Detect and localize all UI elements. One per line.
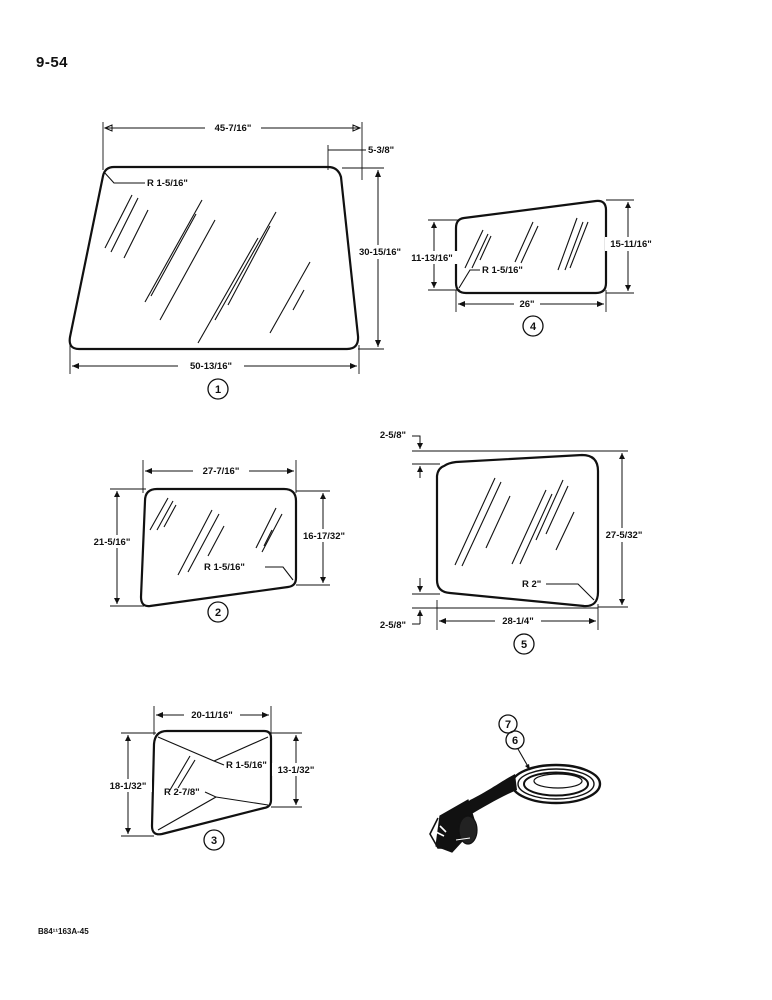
callout-5-label: 5: [521, 639, 527, 651]
callout-1-label: 1: [215, 384, 221, 396]
glass-1-outline: [68, 165, 360, 351]
dim-5-height: 27-5/32": [606, 530, 643, 541]
callout-5-circle: [513, 633, 535, 655]
dim-3-radius-small: R 1-5/16": [226, 760, 267, 771]
callout-2-circle: [207, 601, 229, 623]
callout-4-circle: [522, 315, 544, 337]
dim-4-left-height: 11-13/16": [411, 253, 452, 264]
glass-part-2: 27-7/16" 21-5/16" 16-17/32" R 1-5/16" 2: [88, 460, 350, 623]
dim-1-height: 30-15/16": [359, 247, 401, 258]
seal-strip-tail: [458, 774, 517, 816]
dim-2-top-width: 27-7/16": [203, 466, 240, 477]
dim-3-radius-large: R 2-7/8": [164, 787, 200, 798]
glass-3-outline: [150, 729, 273, 836]
glass-4-outline: [454, 199, 608, 295]
callout-3-circle: [203, 829, 225, 851]
glass-1-glare-lines: [104, 194, 311, 344]
glass-2-glare-lines: [149, 497, 283, 576]
dim-3-left-height: 18-1/32": [110, 781, 147, 792]
glass-part-4: 11-13/16" 15-11/16" 26" R 1-5/16" 4: [408, 199, 657, 337]
dim-1-offset: 5-3/8": [368, 145, 394, 156]
seal-and-tool-parts: 7 6: [429, 714, 602, 853]
dim-4-radius: R 1-5/16": [482, 265, 523, 276]
callout-6-label: 6: [512, 735, 518, 747]
dim-3-right-height: 13-1/32": [278, 765, 315, 776]
glass-3-glare-lines: [169, 755, 196, 791]
callout-7-circle: [498, 714, 518, 734]
glass-5-outline: [435, 453, 600, 608]
dim-1-bottom-width: 50-13/16": [190, 361, 232, 372]
dim-5-bottom-width: 28-1/4": [502, 616, 533, 627]
drawing-reference-code: B84¹¹163A-45: [38, 927, 89, 936]
glass-5-glare-lines: [454, 477, 575, 567]
page-number: 9-54: [36, 54, 69, 71]
dim-2-radius: R 1-5/16": [204, 562, 245, 573]
dim-1-top-width: 45-7/16": [215, 123, 252, 134]
glass-part-1: 45-7/16" 5-3/8" 30-15/16" 50-13/16" R 1-…: [68, 121, 403, 400]
callout-1-circle: [207, 378, 229, 400]
glass-2-outline: [139, 487, 298, 608]
glass-part-5: 2-5/8" 27-5/32" 2-5/8" 28-1/4" R 2" 5: [380, 430, 648, 655]
installation-tool: [429, 799, 478, 853]
dim-5-top-offset: 2-5/8": [380, 430, 406, 441]
glass-4-glare-lines: [464, 217, 589, 271]
dim-5-radius: R 2": [522, 579, 541, 590]
callout-3-label: 3: [211, 835, 217, 847]
callout-6-circle: [505, 730, 525, 750]
callout-4-label: 4: [530, 321, 537, 333]
dim-4-bottom-width: 26": [519, 299, 534, 310]
dim-4-right-height: 15-11/16": [610, 239, 651, 250]
callout-7-label: 7: [505, 719, 511, 731]
dim-5-bottom-offset: 2-5/8": [380, 620, 406, 631]
dim-2-right-height: 16-17/32": [303, 531, 345, 542]
callout-2-label: 2: [215, 607, 221, 619]
dim-3-top-width: 20-11/16": [191, 710, 232, 721]
dim-2-left-height: 21-5/16": [94, 537, 131, 548]
glass-part-3: 20-11/16" 18-1/32" 13-1/32" R 1-5/16" R …: [104, 706, 320, 851]
dim-1-radius: R 1-5/16": [147, 178, 188, 189]
rubber-seal-coil: [510, 763, 602, 805]
